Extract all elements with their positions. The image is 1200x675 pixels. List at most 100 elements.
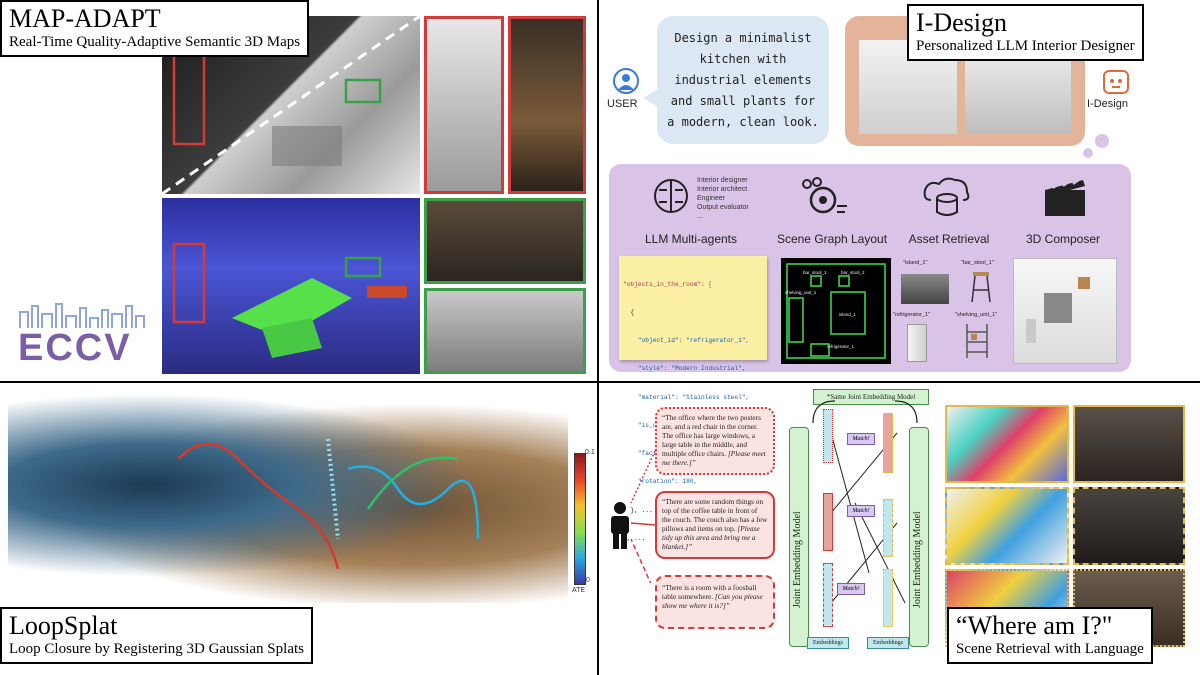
user-icon bbox=[613, 68, 639, 94]
network-arrows bbox=[812, 400, 918, 604]
role-2: Interior architect bbox=[697, 186, 748, 193]
thought-dot-1 bbox=[1083, 148, 1093, 158]
joint-model-right: Joint Embedding Model bbox=[909, 427, 929, 647]
role-4: Output evaluator bbox=[697, 204, 749, 211]
asset-label-fridge: "refrigerator_1" bbox=[893, 312, 930, 318]
query-bubble-2: “There are some random things on top of … bbox=[655, 491, 775, 559]
joint-model-right-label: Joint Embedding Model bbox=[912, 511, 923, 608]
map-adapt-crop-plant-gray bbox=[424, 16, 504, 194]
clapperboard-icon bbox=[1045, 179, 1085, 216]
i-design-title: I-Design bbox=[916, 8, 1007, 37]
i-design-subtitle: Personalized LLM Interior Designer bbox=[916, 38, 1135, 54]
map-adapt-crop-coffee-gray bbox=[424, 288, 586, 374]
embedding-right-3 bbox=[883, 569, 893, 627]
thought-dot-2 bbox=[1095, 134, 1109, 148]
asset-label-stool: "bar_stool_1" bbox=[961, 260, 994, 266]
stage-label-composer: 3D Composer bbox=[1025, 232, 1101, 246]
embedding-left-2 bbox=[823, 493, 833, 551]
stage-label-scene-graph: Scene Graph Layout bbox=[776, 232, 888, 246]
code-line-9: }, ... bbox=[623, 506, 653, 514]
loopsplat-title-box: LoopSplat Loop Closure by Registering 3D… bbox=[0, 607, 313, 664]
loopsplat-title: LoopSplat bbox=[9, 611, 118, 640]
code-line-1: "objects_in_the_room": [ bbox=[623, 280, 713, 288]
code-line-2: { bbox=[623, 309, 635, 317]
gears-icon bbox=[802, 177, 847, 214]
role-3: Engineer bbox=[697, 195, 726, 202]
query-3-text: “There is a room with a foosball table s… bbox=[662, 583, 757, 601]
query-1-italic: [Please meet me there.]” bbox=[662, 449, 766, 467]
colorbar-label: ATE bbox=[572, 587, 586, 594]
prompt-bubble: Design a minimalist kitchen with industr… bbox=[643, 16, 829, 144]
match-label-1: Match! bbox=[847, 433, 875, 445]
prompt-line-5: a modern, clean look. bbox=[667, 115, 819, 129]
user-label: USER bbox=[607, 98, 638, 110]
layout-label-island: island_1 bbox=[839, 312, 856, 317]
where-am-i-subtitle: Scene Retrieval with Language bbox=[956, 641, 1144, 657]
map-adapt-subtitle: Real-Time Quality-Adaptive Semantic 3D M… bbox=[9, 34, 301, 50]
embedding-right-2 bbox=[883, 499, 893, 557]
brain-icon bbox=[654, 179, 688, 213]
robot-icon bbox=[1103, 70, 1129, 94]
scene-graph-layout: bar_stool_1 bar_stool_2 shelving_unit_1 … bbox=[781, 258, 891, 364]
role-1: Interior designer bbox=[697, 177, 748, 184]
joint-model-left: Joint Embedding Model bbox=[789, 427, 809, 647]
layout-label-shelving: shelving_unit_1 bbox=[785, 290, 817, 295]
asset-island bbox=[901, 274, 949, 304]
query-bubble-1: “The office where the two posters are, a… bbox=[655, 407, 775, 475]
scene-1-photo bbox=[1073, 405, 1185, 483]
code-line-5: "material": "Stainless steel", bbox=[623, 393, 750, 401]
query-2-italic: [Please tidy up this area and bring me a… bbox=[662, 524, 760, 551]
stage-label-asset: Asset Retrieval bbox=[908, 232, 990, 246]
query-3-italic: [Can you please show me where it is?]” bbox=[662, 592, 763, 610]
prompt-line-1: Design a minimalist bbox=[674, 31, 812, 45]
map-adapt-panel: ECCV MAP-ADAPT Real-Time Quality-Adaptiv… bbox=[0, 0, 596, 380]
embedding-left-3 bbox=[823, 563, 833, 627]
bot-label: I-Design bbox=[1087, 98, 1128, 110]
horizontal-divider bbox=[0, 381, 1200, 383]
asset-label-island: "island_1" bbox=[903, 260, 928, 266]
code-line-8: "rotation": 180, bbox=[623, 478, 698, 486]
scene-1-colored bbox=[945, 405, 1069, 483]
embedding-right-1 bbox=[883, 413, 893, 473]
embedding-left-1 bbox=[823, 409, 833, 463]
scene-2-photo bbox=[1073, 487, 1185, 565]
eccv-logo-text: ECCV bbox=[18, 327, 132, 369]
map-adapt-crop-coffee-color bbox=[424, 198, 586, 284]
query-2-text: “There are some random things on top of … bbox=[662, 497, 768, 533]
composer-render bbox=[1013, 258, 1117, 364]
prompt-line-3: industrial elements bbox=[674, 73, 812, 87]
embeddings-left-label: Embeddings bbox=[807, 637, 849, 649]
query-1-text: “The office where the two posters are, a… bbox=[662, 413, 761, 458]
ate-colorbar bbox=[574, 453, 586, 585]
match-label-3: Match! bbox=[837, 583, 865, 595]
person-icon bbox=[611, 502, 629, 549]
code-line-3: "object_id": "refrigerator_1", bbox=[623, 337, 750, 345]
vertical-divider bbox=[597, 0, 599, 675]
prompt-line-4: and small plants for bbox=[670, 94, 816, 108]
asset-fridge bbox=[907, 324, 927, 362]
colorbar-bottom-label: 0 bbox=[586, 577, 590, 584]
query-pointers bbox=[630, 450, 656, 583]
map-adapt-crop-plant-color bbox=[508, 16, 586, 194]
asset-shelf bbox=[966, 324, 988, 358]
stage-label-llm: LLM Multi-agents bbox=[644, 232, 738, 246]
where-am-i-title: “Where am I?" bbox=[956, 611, 1113, 640]
asset-stool bbox=[971, 272, 991, 303]
colorbar-top-label: 0.1 bbox=[585, 449, 595, 456]
database-cloud-icon bbox=[923, 177, 970, 216]
map-adapt-title-box: MAP-ADAPT Real-Time Quality-Adaptive Sem… bbox=[0, 0, 310, 57]
i-design-panel: USER Design a minimalist kitchen with in… bbox=[599, 0, 1200, 542]
map-adapt-render-semantic bbox=[162, 198, 420, 374]
eccv-logo: ECCV bbox=[18, 300, 148, 370]
code-line-4: "style": "Modern Industrial", bbox=[623, 365, 746, 373]
embeddings-right-label: Embeddings bbox=[867, 637, 909, 649]
map-adapt-title: MAP-ADAPT bbox=[9, 4, 161, 33]
asset-label-shelving: "shelving_unit_1" bbox=[955, 312, 998, 318]
layout-label-stool-1: bar_stool_1 bbox=[803, 270, 827, 275]
role-5: ... bbox=[697, 213, 703, 220]
prompt-line-2: kitchen with bbox=[699, 52, 787, 66]
query-bubble-3: “There is a room with a foosball table s… bbox=[655, 575, 775, 629]
scene-2-colored bbox=[945, 487, 1069, 565]
code-note: "objects_in_the_room": [ { "object_id": … bbox=[619, 256, 767, 542]
pipeline-box: Interior designer Interior architect Eng… bbox=[609, 164, 1131, 542]
